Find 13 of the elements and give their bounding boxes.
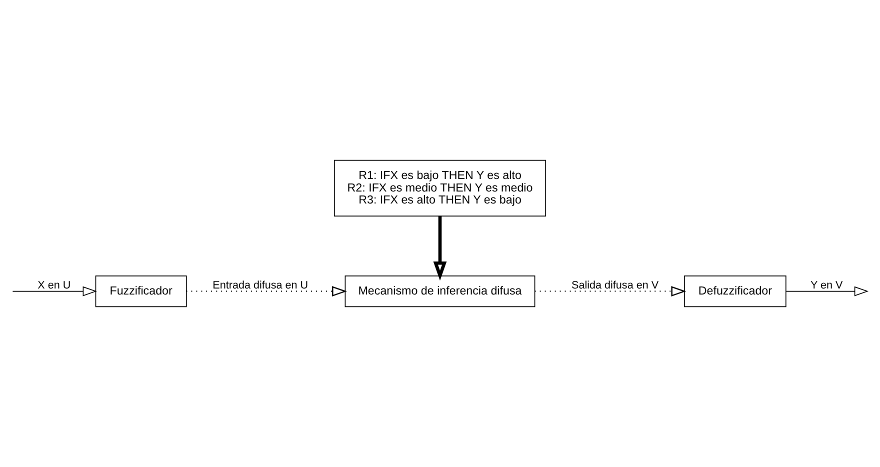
arrow — [786, 286, 869, 296]
arrow — [12, 286, 97, 296]
edge-label: Salida difusa en V — [572, 279, 659, 292]
edge-label: Entrada difusa en U — [212, 279, 308, 292]
node-box: R1: IFX es bajo THEN Y es alto R2: IFX es medio THEN Y es medio R3: IFX es alto THEN Y es bajo — [334, 160, 546, 216]
node-box: Fuzzificador — [95, 276, 187, 308]
arrow — [433, 216, 447, 281]
arrow — [534, 286, 686, 297]
edge-label: X en U — [38, 279, 71, 292]
edge-label: Y en V — [810, 279, 843, 292]
arrow — [186, 286, 347, 297]
node-box: Defuzzificador — [684, 276, 786, 308]
node-box: Mecanismo de inferencia difusa — [344, 276, 536, 308]
